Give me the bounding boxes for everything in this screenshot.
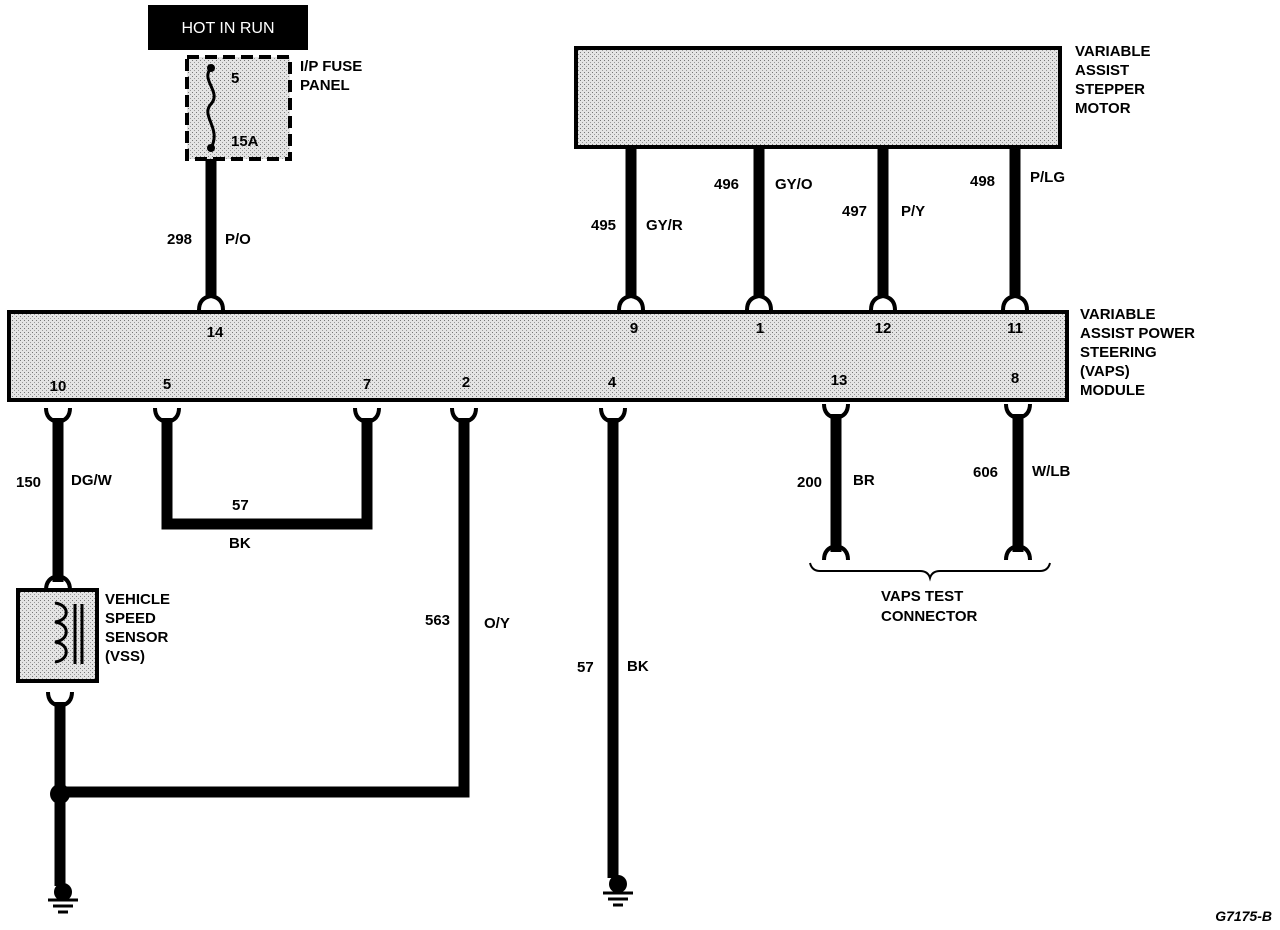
- wire-495-color: GY/R: [646, 217, 683, 234]
- terminal-icon: [1004, 543, 1032, 561]
- vehicle-speed-sensor: [16, 588, 99, 683]
- wire-150-color: DG/W: [71, 472, 113, 489]
- test-connector-brace: [809, 562, 1051, 582]
- test-connector-title-2: CONNECTOR: [881, 608, 978, 625]
- pin-8: 8: [1011, 370, 1019, 387]
- wire-498-circuit: 498: [970, 173, 995, 190]
- module-title-1: VARIABLE: [1080, 306, 1156, 323]
- wire-57-loop-color: BK: [229, 535, 251, 552]
- wire-298-color: P/O: [225, 231, 251, 248]
- wire-606-color: W/LB: [1032, 463, 1070, 480]
- wire-497-color: P/Y: [901, 203, 925, 220]
- figure-id: G7175-B: [1215, 908, 1272, 924]
- ground-icon: [48, 883, 78, 914]
- wire-563: [64, 418, 470, 798]
- wire-498-color: P/LG: [1030, 169, 1065, 186]
- fuse-panel: 5 15A: [185, 55, 292, 161]
- pin-9: 9: [630, 320, 638, 337]
- terminal-icon: [869, 293, 897, 311]
- sensor-title-2: SPEED: [105, 610, 156, 627]
- pin-11: 11: [1007, 320, 1023, 337]
- terminal-icon: [153, 407, 181, 425]
- sensor-coil-icon: [54, 601, 68, 664]
- fuse-icon: [206, 66, 216, 149]
- wires: [52, 147, 1024, 886]
- splice-point: [50, 784, 70, 804]
- pin-1: 1: [756, 320, 764, 337]
- stepper-motor-line4: MOTOR: [1075, 100, 1131, 117]
- hot-in-run-label: HOT IN RUN: [181, 20, 274, 37]
- pin-5: 5: [163, 376, 171, 393]
- fuse-panel-title-2: PANEL: [300, 77, 350, 94]
- wire-57-ground-circuit: 57: [577, 659, 594, 676]
- terminal-icon: [822, 543, 850, 561]
- stepper-motor-line3: STEPPER: [1075, 81, 1145, 98]
- terminal-icon: [1001, 293, 1029, 311]
- vaps-module-box: [7, 310, 1069, 402]
- wire-150-circuit: 150: [16, 474, 41, 491]
- wire-496-circuit: 496: [714, 176, 739, 193]
- wire-57-ground-color: BK: [627, 658, 649, 675]
- module-title-4: (VAPS): [1080, 363, 1130, 380]
- pin-14: 14: [207, 324, 224, 341]
- sensor-title-3: SENSOR: [105, 629, 169, 646]
- wire-495-circuit: 495: [591, 217, 616, 234]
- terminal-icon: [353, 407, 381, 425]
- sensor-title-4: (VSS): [105, 648, 145, 665]
- pin-4: 4: [608, 374, 617, 391]
- sensor-title-1: VEHICLE: [105, 591, 170, 608]
- pin-10: 10: [50, 378, 67, 395]
- hot-in-run-block: HOT IN RUN: [148, 5, 308, 50]
- fuse-panel-title-1: I/P FUSE: [300, 58, 362, 75]
- stepper-motor-line1: VARIABLE: [1075, 43, 1151, 60]
- wire-497-circuit: 497: [842, 203, 867, 220]
- wire-200-circuit: 200: [797, 474, 822, 491]
- terminal-icon: [617, 293, 645, 311]
- fuse-rating: 15A: [231, 133, 259, 150]
- wire-496-color: GY/O: [775, 176, 813, 193]
- terminal-icon: [599, 407, 627, 425]
- connector-terminals: [44, 293, 1032, 709]
- wire-563-color: O/Y: [484, 615, 510, 632]
- wire-563-circuit: 563: [425, 612, 450, 629]
- terminal-icon: [44, 573, 72, 591]
- wire-57-loop: [161, 418, 373, 530]
- terminal-icon: [450, 407, 478, 425]
- terminal-icon: [822, 403, 850, 421]
- terminal-icon: [1004, 403, 1032, 421]
- terminal-icon: [46, 691, 74, 709]
- stepper-motor-box: [574, 46, 1062, 149]
- module-title-3: STEERING: [1080, 344, 1157, 361]
- module-title-5: MODULE: [1080, 382, 1145, 399]
- fuse-number: 5: [231, 70, 239, 87]
- module-title-2: ASSIST POWER: [1080, 325, 1195, 342]
- pin-13: 13: [831, 372, 848, 389]
- terminal-icon: [44, 407, 72, 425]
- terminal-icon: [197, 293, 225, 311]
- test-connector-title-1: VAPS TEST: [881, 588, 963, 605]
- wire-298-circuit: 298: [167, 231, 192, 248]
- terminal-icon: [745, 293, 773, 311]
- stepper-motor-line2: ASSIST: [1075, 62, 1129, 79]
- ground-icon: [603, 875, 633, 907]
- wire-57-loop-circuit: 57: [232, 497, 249, 514]
- pin-12: 12: [875, 320, 892, 337]
- pin-2: 2: [462, 374, 470, 391]
- wire-200-color: BR: [853, 472, 875, 489]
- pin-7: 7: [363, 376, 371, 393]
- wire-606-circuit: 606: [973, 464, 998, 481]
